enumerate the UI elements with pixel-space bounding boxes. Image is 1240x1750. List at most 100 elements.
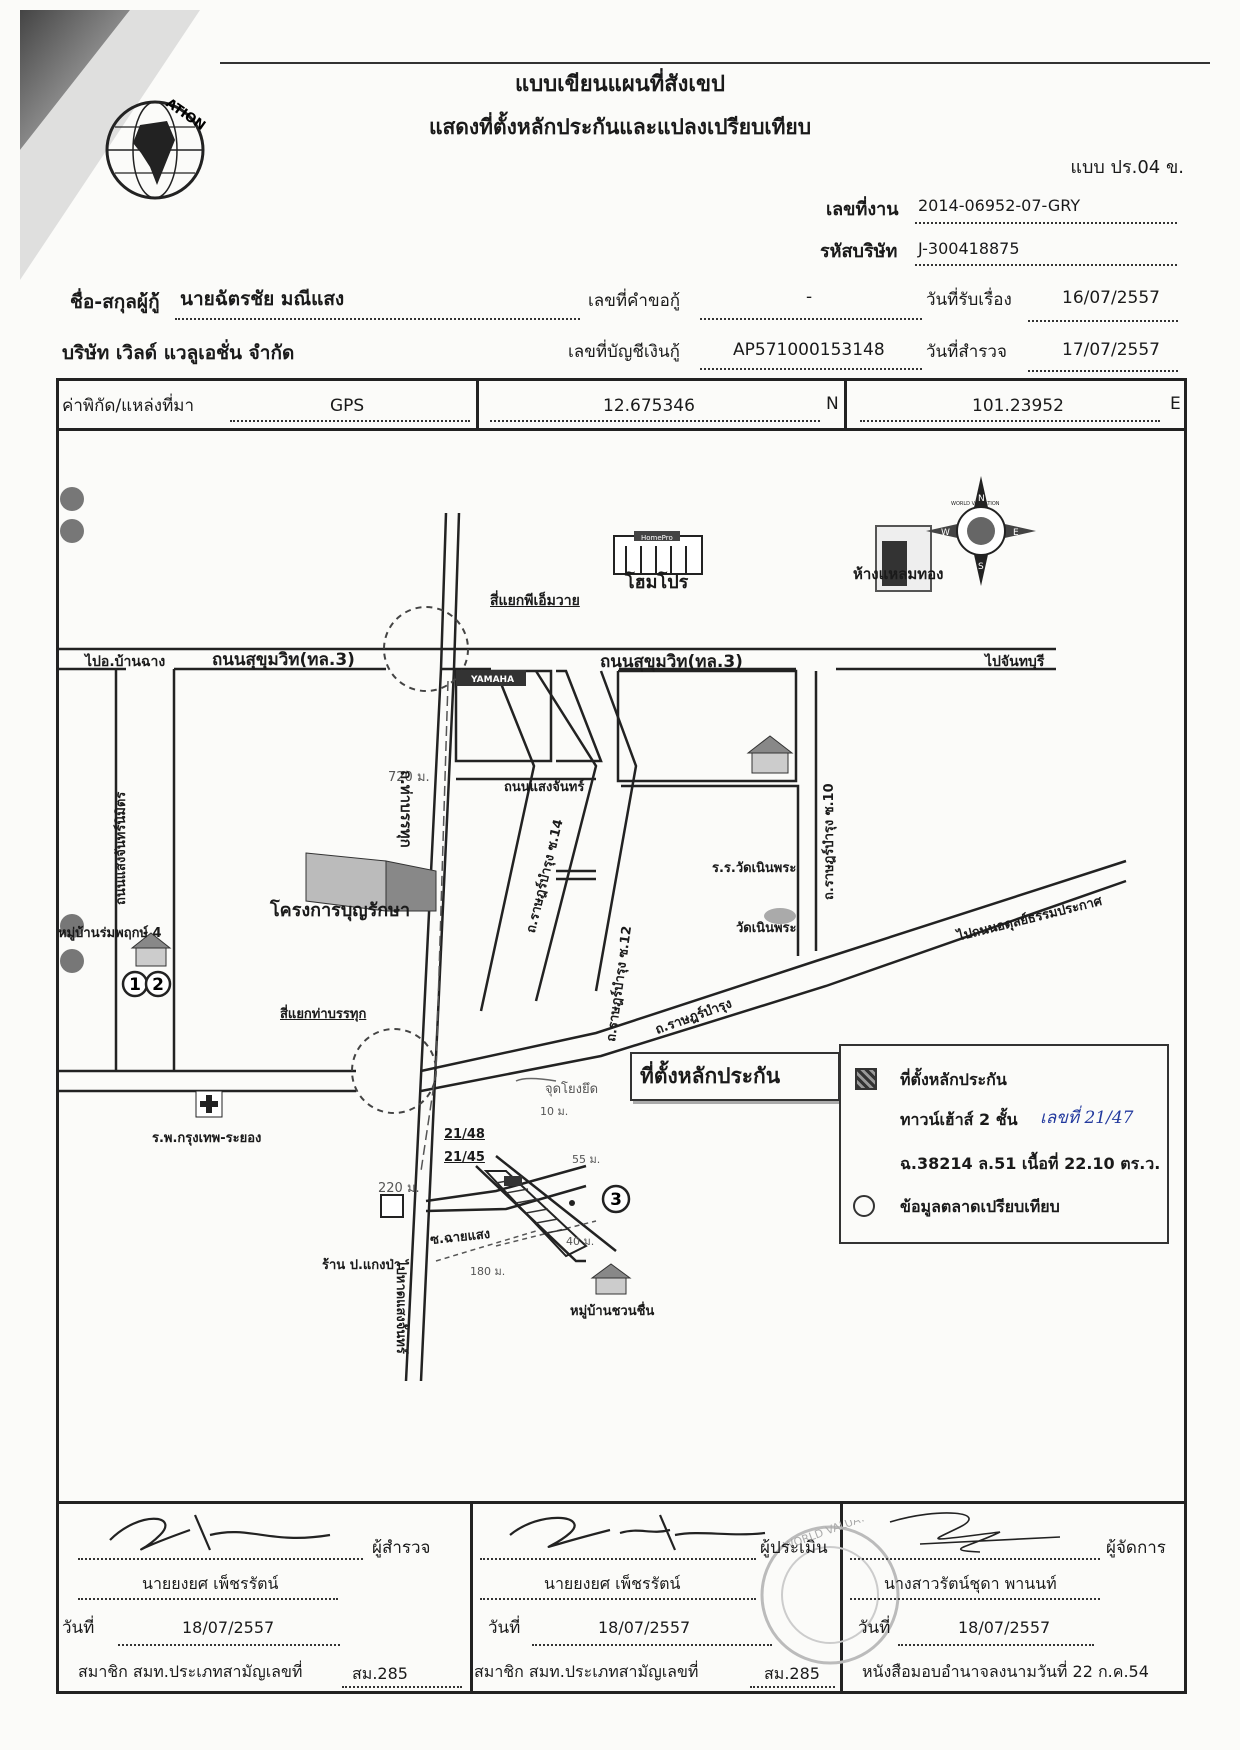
compass-e: E <box>1013 528 1019 538</box>
appraiser-date-label: วันที่ <box>488 1618 521 1638</box>
label-to-chanthaburi: ไปจันทบุรี <box>985 654 1045 670</box>
appraiser-member-label: สมาชิก สมท.ประเภทสามัญเลขที่ <box>474 1662 699 1681</box>
received-date-label: วันที่รับเรื่อง <box>926 290 1012 310</box>
label-project: โครงการบุญรักษา <box>270 900 411 921</box>
yamaha-sign: YAMAHA <box>470 675 514 685</box>
legend-hatch-icon <box>855 1068 877 1090</box>
label-sukhumvit-right: ถนนสุขุมวิท(ทล.3) <box>600 652 743 672</box>
label-school: ร.ร.วัดเนินพระ <box>712 861 797 876</box>
label-village-chuan: หมู่บ้านชวนชื่น <box>570 1304 655 1319</box>
label-tha-ban-truk: ถ.ท่าบรรทุก <box>397 770 415 848</box>
compass-w: W <box>941 528 950 538</box>
signature-section <box>56 1501 1187 1504</box>
label-collateral-big: ที่ตั้งหลักประกัน <box>630 1052 840 1101</box>
dist-10: 10 ม. <box>540 1105 569 1118</box>
job-label: เลขที่งาน <box>826 199 899 220</box>
request-no-value: - <box>806 287 813 307</box>
main-frame <box>56 378 1187 1694</box>
label-homepro: โฮมโปร <box>625 572 689 593</box>
compass-ring-text: WORLD VALUATION <box>951 501 1000 507</box>
account-label: เลขที่บัญชีเงินกู้ <box>568 342 680 362</box>
manager-signature <box>889 1512 1061 1553</box>
label-temple: วัดเนินพระ <box>736 921 797 936</box>
label-laemthong: ห้างแหลมทอง <box>853 565 944 583</box>
legend-box <box>839 1044 1169 1244</box>
coords-label: ค่าพิกัด/แหล่งที่มา <box>62 396 195 416</box>
coords-lat: 12.675346 <box>603 396 695 416</box>
dist-180: 180 ม. <box>470 1265 506 1278</box>
borrower-label: ชื่อ-สกุลผู้กู้ <box>70 291 160 313</box>
label-sukhumvit-left: ถนนสุขุมวิท(ทล.3) <box>212 650 355 670</box>
received-date-value: 16/07/2557 <box>1062 288 1160 308</box>
dist-220: 220 ม. <box>378 1181 420 1196</box>
surveyor-member-label: สมาชิก สมท.ประเภทสามัญเลขที่ <box>78 1662 303 1681</box>
manager-name: นางสาวรัตน์ชุดา พานนท์ <box>884 1574 1057 1593</box>
homepro-sign: HomePro <box>641 534 673 542</box>
top-rule <box>220 62 1210 64</box>
manager-proxy: หนังสือมอบอำนาจลงนามวันที่ 22 ก.ค.54 <box>862 1662 1149 1681</box>
surveyor-date: 18/07/2557 <box>182 1618 275 1637</box>
appraiser-member-no: สม.285 <box>764 1664 820 1683</box>
survey-date-value: 17/07/2557 <box>1062 340 1160 360</box>
coords-lon-dir: E <box>1170 394 1181 414</box>
appraiser-date: 18/07/2557 <box>598 1618 691 1637</box>
manager-date-label: วันที่ <box>858 1618 891 1638</box>
compass-n: N <box>978 494 985 504</box>
surveyor-member-no: สม.285 <box>352 1664 408 1683</box>
surveyor-signature <box>109 1514 331 1551</box>
compass-s: S <box>978 562 984 572</box>
company-code-label: รหัสบริษัท <box>820 241 898 262</box>
legend-deed: ฉ.38214 ล.51 เนื้อที่ 22.10 ตร.ว. <box>900 1154 1161 1173</box>
dist-55: 55 ม. <box>572 1153 601 1166</box>
borrower-value: นายฉัตรชัย มณีแสง <box>180 288 345 310</box>
label-rat-bamrung-10: ถ.ราษฎร์บำรุง ซ.10 <box>822 783 837 900</box>
plot-21-48: 21/48 <box>444 1127 485 1142</box>
job-value: 2014-06952-07-GRY <box>918 196 1081 215</box>
coords-lon: 101.23952 <box>972 396 1064 416</box>
label-tha-junction: สี่แยกท่าบรรทุก <box>280 1007 367 1022</box>
label-saeng-chan-nimit: ถนนแสงจันทร์นิมิตร <box>114 791 129 905</box>
dist-40: 40 ม. <box>566 1235 595 1248</box>
marker-1: 1 <box>129 975 141 995</box>
legend-handwritten: เลขที่ 21/47 <box>1040 1108 1134 1128</box>
request-no-label: เลขที่คำขอกู้ <box>588 291 681 311</box>
company-stamp: WORLD VALUATION <box>760 1520 900 1665</box>
company-logo: ATION <box>105 96 208 200</box>
legend-comparable: ข้อมูลตลาดเปรียบเทียบ <box>900 1197 1060 1216</box>
appraiser-name: นายยงยศ เพ็ชรรัตน์ <box>544 1574 681 1593</box>
account-value: AP571000153148 <box>733 340 885 360</box>
surveyor-role: ผู้สำรวจ <box>372 1538 431 1558</box>
label-village-rom: หมู่บ้านร่มพฤกษ์ 4 <box>58 926 162 941</box>
label-to-saeng-chan-beach: ไปหาดแสงจันทร์ <box>393 1260 408 1354</box>
legend-type: ทาวน์เฮ้าส์ 2 ชั้น <box>900 1110 1018 1129</box>
surveyor-name: นายยงยศ เพ็ชรรัตน์ <box>142 1574 279 1593</box>
form-code: แบบ ปร.04 ข. <box>1070 157 1184 178</box>
survey-date-label: วันที่สำรวจ <box>926 342 1007 362</box>
appraiser-role: ผู้ประเมิน <box>760 1538 828 1558</box>
title-line2: แสดงที่ตั้งหลักประกันและแปลงเปรียบเทียบ <box>428 115 812 139</box>
coords-lat-dir: N <box>826 394 839 414</box>
legend-collateral: ที่ตั้งหลักประกัน <box>900 1070 1007 1089</box>
label-hospital: ร.พ.กรุงเทพ-ระยอง <box>152 1131 262 1146</box>
label-saeng-chan: ถนนแสงจันทร์ <box>504 780 585 795</box>
company-name: บริษัท เวิลด์ แวลูเอชั่น จำกัด <box>62 342 295 364</box>
scan-shadow <box>20 10 200 280</box>
coords-row <box>56 378 1187 431</box>
label-pm-junction: สี่แยกพีเอ็มวาย <box>490 593 580 609</box>
surveyor-date-label: วันที่ <box>62 1618 95 1638</box>
label-landmark: จุดโยงยึด <box>545 1082 599 1097</box>
appraiser-signature <box>509 1514 766 1551</box>
label-shop: ร้าน ป.แกงป่า <box>322 1258 402 1273</box>
location-map: N S E W WORLD VALUATION 1 2 3 YAMAHA Hom… <box>56 476 1127 1382</box>
manager-role: ผู้จัดการ <box>1106 1538 1166 1558</box>
legend-circle-icon <box>853 1195 875 1217</box>
title-line1: แบบเขียนแผนที่สังเขป <box>515 72 725 97</box>
company-code-value: J-300418875 <box>918 239 1020 258</box>
coords-source: GPS <box>330 396 365 416</box>
dist-720: 720 ม. <box>388 770 430 785</box>
plot-21-45: 21/45 <box>444 1150 485 1165</box>
marker-3: 3 <box>610 1190 622 1210</box>
marker-2: 2 <box>152 975 164 995</box>
manager-date: 18/07/2557 <box>958 1618 1051 1637</box>
label-to-banchang: ไปอ.บ้านฉาง <box>85 654 166 670</box>
